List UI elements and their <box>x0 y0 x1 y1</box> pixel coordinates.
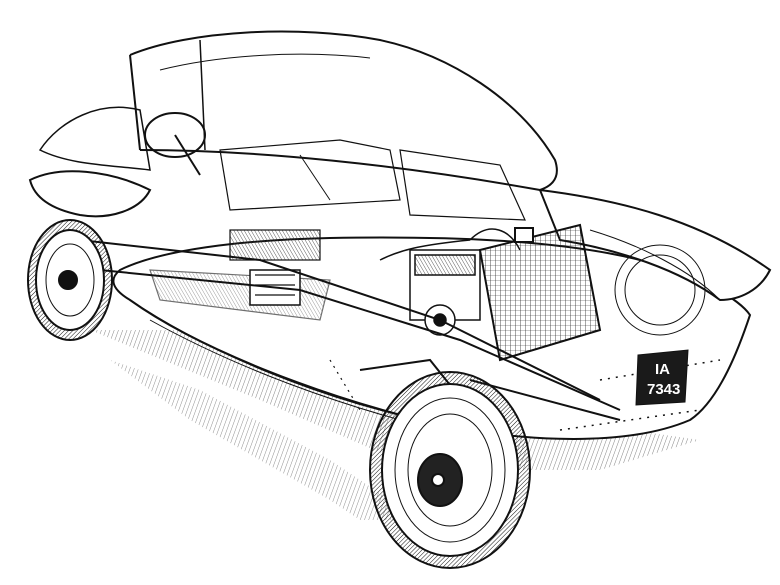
steering-wheel <box>144 112 206 176</box>
license-plate-line2: 7343 <box>647 381 680 398</box>
front-fender <box>28 106 152 218</box>
wheel-rear-left <box>27 219 113 341</box>
license-plate-line1: IA <box>655 361 670 378</box>
radiator <box>478 223 602 362</box>
chassis <box>79 239 621 421</box>
engine <box>379 228 521 336</box>
canopy-roof <box>129 30 558 221</box>
license-plate: IA 7343 <box>635 349 689 406</box>
rear-fender <box>538 188 772 336</box>
wheel-front <box>369 371 531 569</box>
